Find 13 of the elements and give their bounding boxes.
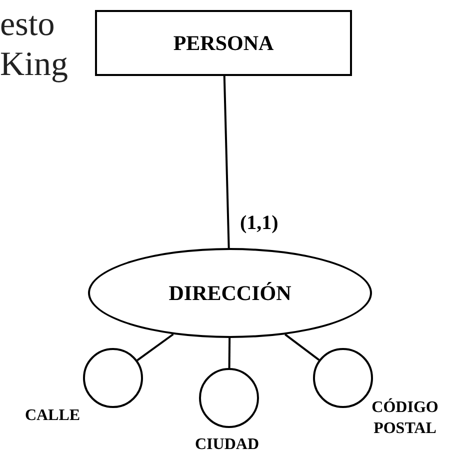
node-label: PERSONA — [173, 30, 274, 56]
text-fragment: King — [0, 48, 68, 82]
node-label: DIRECCIÓN — [168, 280, 292, 306]
entity-box — [95, 10, 352, 76]
connector-line — [223, 76, 230, 248]
connector-line — [284, 334, 320, 361]
text-fragment: esto — [0, 8, 55, 42]
attribute-name: CÓDIGO POSTAL — [370, 398, 440, 439]
attribute-name: CALLE — [24, 406, 82, 426]
cardinality-label: (1,1) — [238, 212, 280, 235]
connector-line — [136, 333, 174, 362]
attribute-name: CIUDAD — [194, 435, 260, 455]
connector-line — [228, 338, 231, 368]
